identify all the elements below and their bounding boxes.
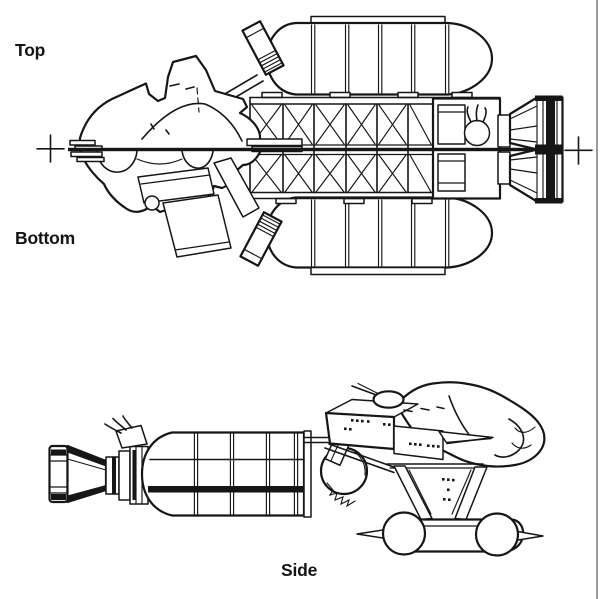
left-skid [356, 528, 387, 540]
window-dots [344, 419, 440, 448]
forward-bracket [115, 424, 148, 449]
side-tank [104, 415, 312, 518]
side-engine [48, 444, 149, 505]
tail-fin [438, 430, 494, 445]
foot-sphere-right [474, 512, 520, 557]
registration-cross-left [36, 134, 65, 163]
truss-x-bracing [251, 104, 432, 193]
crew-cabin [324, 382, 445, 461]
foot-sphere-left [381, 511, 427, 556]
docking-spine [246, 138, 303, 147]
tank-dark-band [148, 486, 304, 493]
upper-cargo-tank [265, 15, 494, 96]
side-view [48, 381, 546, 557]
rcs-pod-upper [212, 20, 285, 108]
antenna [351, 385, 376, 396]
main-engine-bells [496, 95, 564, 205]
right-skid [514, 530, 544, 542]
leg-dots [442, 478, 455, 501]
top-bottom-view [36, 15, 593, 276]
landing-gear [324, 443, 544, 557]
tug-body [69, 54, 303, 258]
top-view-label: Top [15, 40, 46, 60]
registration-cross-right [564, 136, 593, 165]
crew-dome [372, 390, 405, 409]
saucer-dome-arc [141, 102, 243, 142]
centerline [68, 147, 562, 152]
spherical-tank [463, 119, 491, 147]
bottom-view-label: Bottom [15, 228, 76, 248]
side-view-label: Side [281, 560, 318, 580]
lower-cargo-tank [265, 196, 494, 276]
lower-pod-arm [213, 157, 260, 218]
rcs-pod-lower [239, 211, 283, 267]
underside-plate [162, 194, 232, 258]
